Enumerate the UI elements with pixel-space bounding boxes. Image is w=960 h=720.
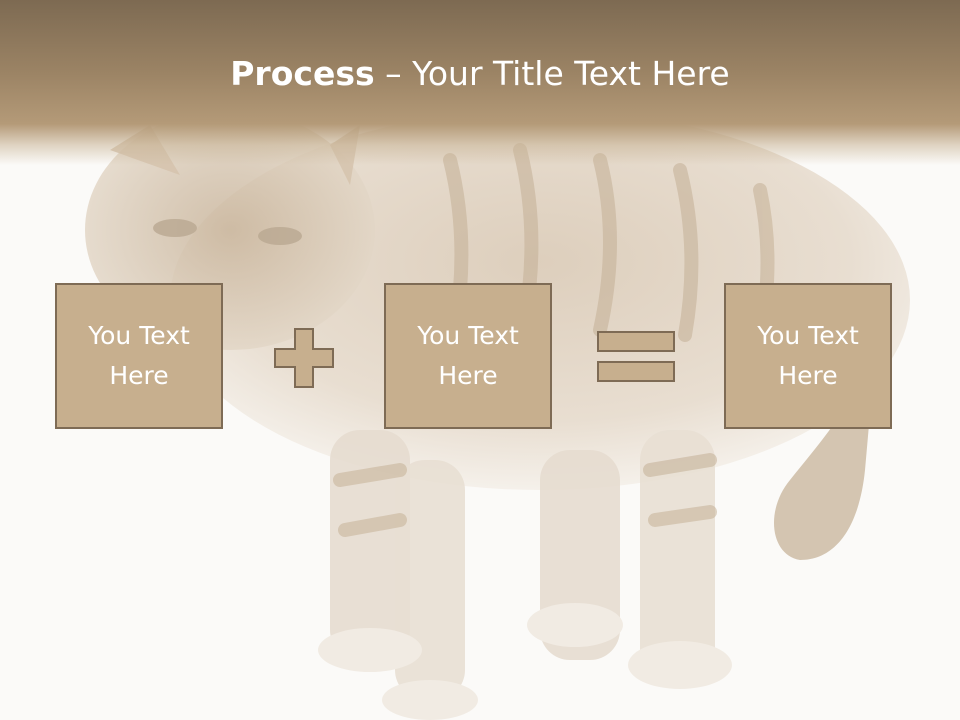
process-box-2-text: You Text Here [417, 321, 519, 390]
title-rest: – Your Title Text Here [374, 54, 730, 93]
title-band [0, 0, 960, 165]
process-box-1[interactable]: You Text Here [55, 283, 223, 429]
slide-title: Process – Your Title Text Here [0, 52, 960, 96]
process-box-2[interactable]: You Text Here [384, 283, 552, 429]
equals-icon [597, 331, 675, 382]
process-box-1-text: You Text Here [88, 321, 190, 390]
plus-icon [274, 328, 334, 388]
process-box-3[interactable]: You Text Here [724, 283, 892, 429]
title-bold: Process [230, 54, 375, 93]
process-box-3-text: You Text Here [757, 321, 859, 390]
